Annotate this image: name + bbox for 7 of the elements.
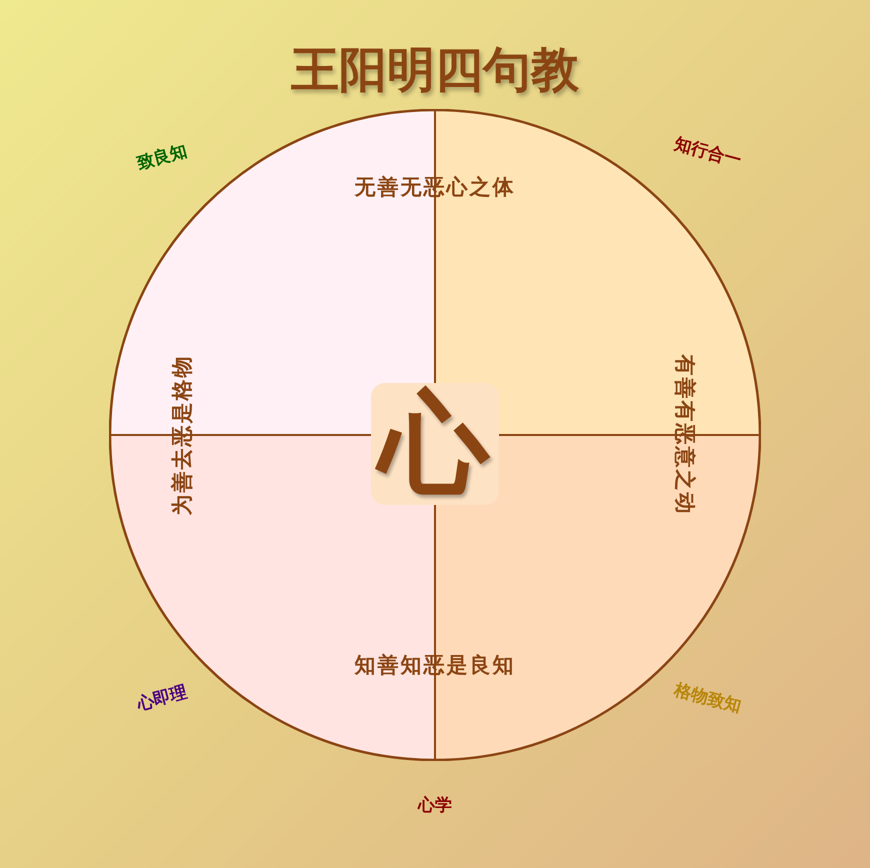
title: 王阳明四句教 (290, 43, 580, 99)
corner-label: 致良知 (134, 140, 190, 175)
center-character: 心 (371, 383, 499, 505)
corner-label: 心即理 (134, 681, 190, 716)
corner-label: 知行合一 (672, 133, 744, 172)
corner-label: 心学 (418, 794, 452, 816)
corner-label: 格物致知 (672, 679, 744, 718)
